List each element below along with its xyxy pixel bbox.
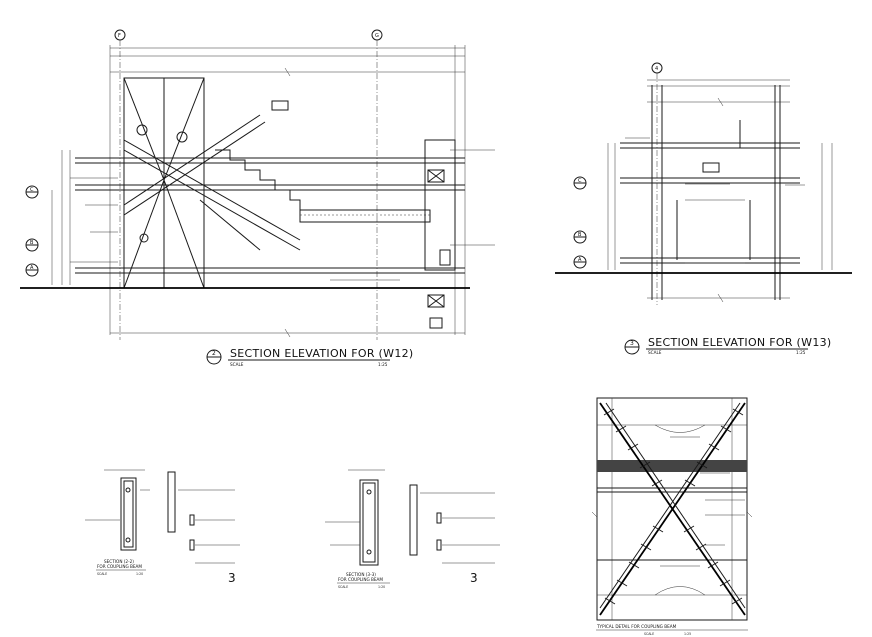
section-2-2-scale-value: 1:20 (136, 572, 143, 576)
w12-title-block: 2 SECTION ELEVATION FOR (W12) SCALE 1:25 (206, 347, 414, 367)
svg-text:A: A (30, 265, 34, 271)
typical-coupling-beam-detail: TYPICAL DETAIL FOR COUPLING BEAM SCALE 1… (591, 397, 753, 636)
section-2-2-detail: 3 SECTION (2-2) FOR COUPLING BEAM SCALE … (85, 469, 240, 585)
w13-scale-value: 1:25 (796, 350, 806, 355)
section-3-3-title-line1: SECTION (3-3) (346, 572, 376, 577)
section-3-3-title-line2: FOR COUPLING BEAM (338, 577, 383, 582)
w13-title-block: 3 SECTION ELEVATION FOR (W13) SCALE 1:25 (624, 336, 832, 355)
svg-text:C: C (578, 178, 582, 184)
w13-level-marker-a: A (573, 255, 587, 269)
w12-elevation: F G (20, 29, 495, 367)
w12-view-title: SECTION ELEVATION FOR (W12) (230, 347, 414, 360)
section-2-2-scale-label: SCALE (97, 572, 107, 576)
w13-level-marker-c: C (573, 176, 587, 190)
svg-text:A: A (578, 257, 582, 263)
typical-detail-scale-label: SCALE (644, 632, 654, 636)
w13-view-title: SECTION ELEVATION FOR (W13) (648, 336, 832, 349)
w13-view-number: 3 (630, 340, 634, 347)
section-2-2-callout-number: 3 (228, 571, 236, 585)
typical-detail-title: TYPICAL DETAIL FOR COUPLING BEAM (596, 624, 677, 629)
grid-label-g: G (375, 33, 379, 39)
section-2-2-title-line2: FOR COUPLING BEAM (97, 564, 142, 569)
w13-scale-label: SCALE (648, 350, 662, 355)
level-marker-a: A (25, 263, 39, 277)
w13-level-marker-b: B (573, 230, 587, 244)
svg-text:B: B (578, 232, 582, 238)
section-3-3-detail: 3 SECTION (3-3) FOR COUPLING BEAM SCALE … (325, 469, 500, 589)
grid-label-f: F (118, 33, 121, 39)
w12-view-number: 2 (212, 350, 216, 357)
level-marker-b: B (25, 238, 39, 252)
grid-label-4: 4 (655, 66, 658, 72)
svg-text:B: B (30, 240, 34, 246)
section-3-3-scale-value: 1:20 (378, 585, 385, 589)
level-marker-c: C (25, 185, 39, 199)
w13-elevation: 4 C (555, 62, 852, 355)
w12-scale-value: 1:25 (378, 362, 388, 367)
svg-text:C: C (30, 187, 34, 193)
section-3-3-callout-number: 3 (470, 571, 478, 585)
typical-detail-scale-value: 1:25 (684, 632, 691, 636)
section-3-3-scale-label: SCALE (338, 585, 348, 589)
section-2-2-title-line1: SECTION (2-2) (104, 559, 134, 564)
w12-scale-label: SCALE (230, 362, 244, 367)
